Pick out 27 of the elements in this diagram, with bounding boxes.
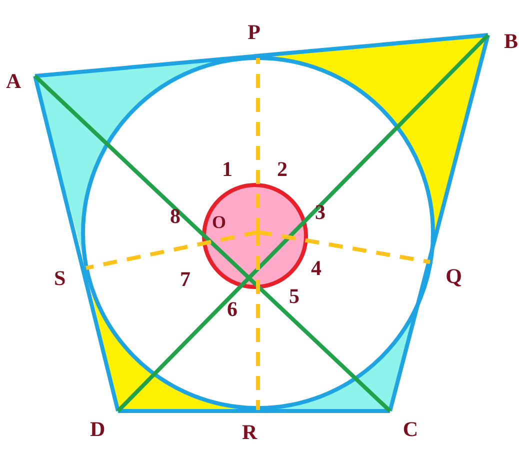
point-label: B xyxy=(488,26,518,56)
point-label: P xyxy=(240,20,268,56)
dashed-radius-line xyxy=(256,232,260,410)
line-segment xyxy=(34,74,392,412)
dashed-radius-line xyxy=(86,230,258,270)
point-label: D xyxy=(90,411,118,441)
line-segment xyxy=(33,76,120,412)
angle-number: 5 xyxy=(289,284,300,308)
point-label: S xyxy=(54,262,86,290)
point-label: R xyxy=(242,410,272,444)
dashed-radius-line xyxy=(256,58,260,232)
angle-number: 4 xyxy=(311,256,322,280)
angle-number: 7 xyxy=(180,267,190,291)
point-label: C xyxy=(390,411,418,441)
angle-number: 8 xyxy=(170,204,180,228)
line-segment xyxy=(388,34,490,412)
point-label: Q xyxy=(430,258,462,288)
point-label: O xyxy=(212,210,258,232)
angle-number: 6 xyxy=(227,297,238,321)
line-segment xyxy=(34,33,488,78)
dashed-radius-line xyxy=(258,230,430,264)
angle-number: 2 xyxy=(277,157,288,181)
point-label: A xyxy=(6,66,35,96)
angle-number: 3 xyxy=(315,200,326,224)
line-segment xyxy=(116,34,490,412)
line-segment xyxy=(118,409,390,413)
angle-number: 1 xyxy=(222,157,232,181)
